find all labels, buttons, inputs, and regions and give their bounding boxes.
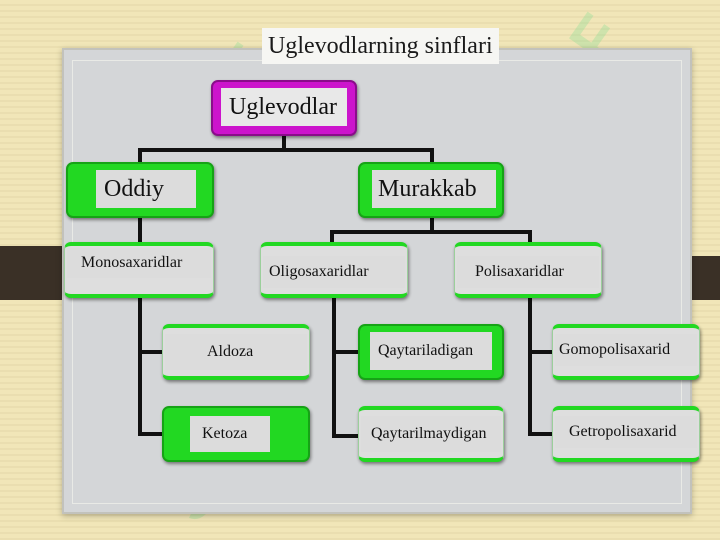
diagram-title: Uglevodlarning sinflari	[262, 28, 499, 64]
node-qaytariladigan-label: Qaytariladigan	[370, 332, 492, 370]
edge-mono-leaves	[138, 296, 164, 436]
node-qaytarilmaydigan: Qaytarilmaydigan	[358, 406, 504, 462]
node-getropolisaxarid-label: Getropolisaxarid	[555, 416, 697, 448]
node-oligosaxaridlar-label: Oligosaxaridlar	[263, 256, 405, 288]
left-side-bar	[0, 246, 66, 300]
node-ketoza: Ketoza	[162, 406, 310, 462]
node-uglevodlar: Uglevodlar	[211, 80, 357, 136]
edge-oligo-leaves	[332, 296, 360, 438]
node-monosaxaridlar-label: Monosaxaridlar	[67, 248, 211, 278]
node-aldoza-label: Aldoza	[165, 334, 307, 370]
node-polisaxaridlar: Polisaxaridlar	[454, 242, 602, 298]
node-uglevodlar-label: Uglevodlar	[221, 88, 347, 126]
node-murakkab-label: Murakkab	[372, 170, 496, 208]
node-qaytarilmaydigan-label: Qaytarilmaydigan	[361, 416, 501, 452]
node-oddiy: Oddiy	[66, 162, 214, 218]
node-gomopolisaxarid-label: Gomopolisaxarid	[555, 334, 697, 366]
edge-murakkab-children	[330, 214, 532, 246]
edge-poli-leaves	[528, 296, 554, 436]
node-aldoza: Aldoza	[162, 324, 310, 380]
node-oddiy-label: Oddiy	[96, 170, 196, 208]
node-getropolisaxarid: Getropolisaxarid	[552, 406, 700, 462]
node-oligosaxaridlar: Oligosaxaridlar	[260, 242, 408, 298]
node-polisaxaridlar-label: Polisaxaridlar	[457, 256, 599, 288]
node-murakkab: Murakkab	[358, 162, 504, 218]
node-monosaxaridlar: Monosaxaridlar	[64, 242, 214, 298]
node-ketoza-label: Ketoza	[190, 416, 270, 452]
node-gomopolisaxarid: Gomopolisaxarid	[552, 324, 700, 380]
node-qaytariladigan: Qaytariladigan	[358, 324, 504, 380]
edge-root-children	[138, 132, 434, 168]
